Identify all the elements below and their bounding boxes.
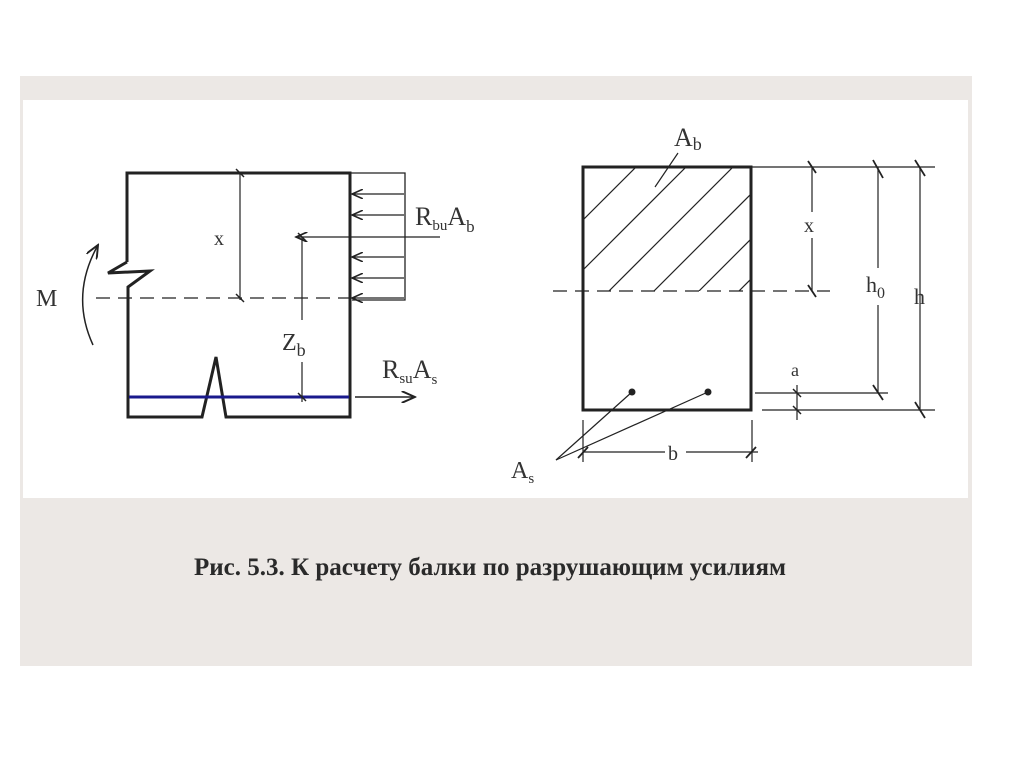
zb-label: Zb (282, 330, 306, 360)
a-label: a (791, 360, 799, 380)
cross-section (553, 152, 935, 462)
compression-zone-hatch (583, 167, 751, 291)
tension-force-label: RsuAs (382, 355, 437, 388)
moment-arrow (81, 245, 98, 346)
rebar-leader (555, 391, 633, 461)
section-outline (581, 165, 753, 412)
moment-label: M (36, 286, 57, 312)
h-label: h (914, 284, 925, 309)
stress-arrows (352, 194, 404, 298)
rebar-leader (555, 391, 709, 461)
beam-outline (107, 171, 352, 419)
h0-label: h0 (866, 272, 885, 302)
ab-label: Ab (674, 123, 702, 154)
compression-force-label: RbuAb (415, 202, 475, 236)
x-label: x (214, 228, 224, 250)
figure-caption: Рис. 5.3. К расчету балки по разрушающим… (194, 554, 786, 581)
b-label: b (668, 443, 678, 465)
as-label: As (511, 458, 534, 487)
beam-elevation (81, 168, 440, 419)
x-label: x (804, 215, 814, 237)
